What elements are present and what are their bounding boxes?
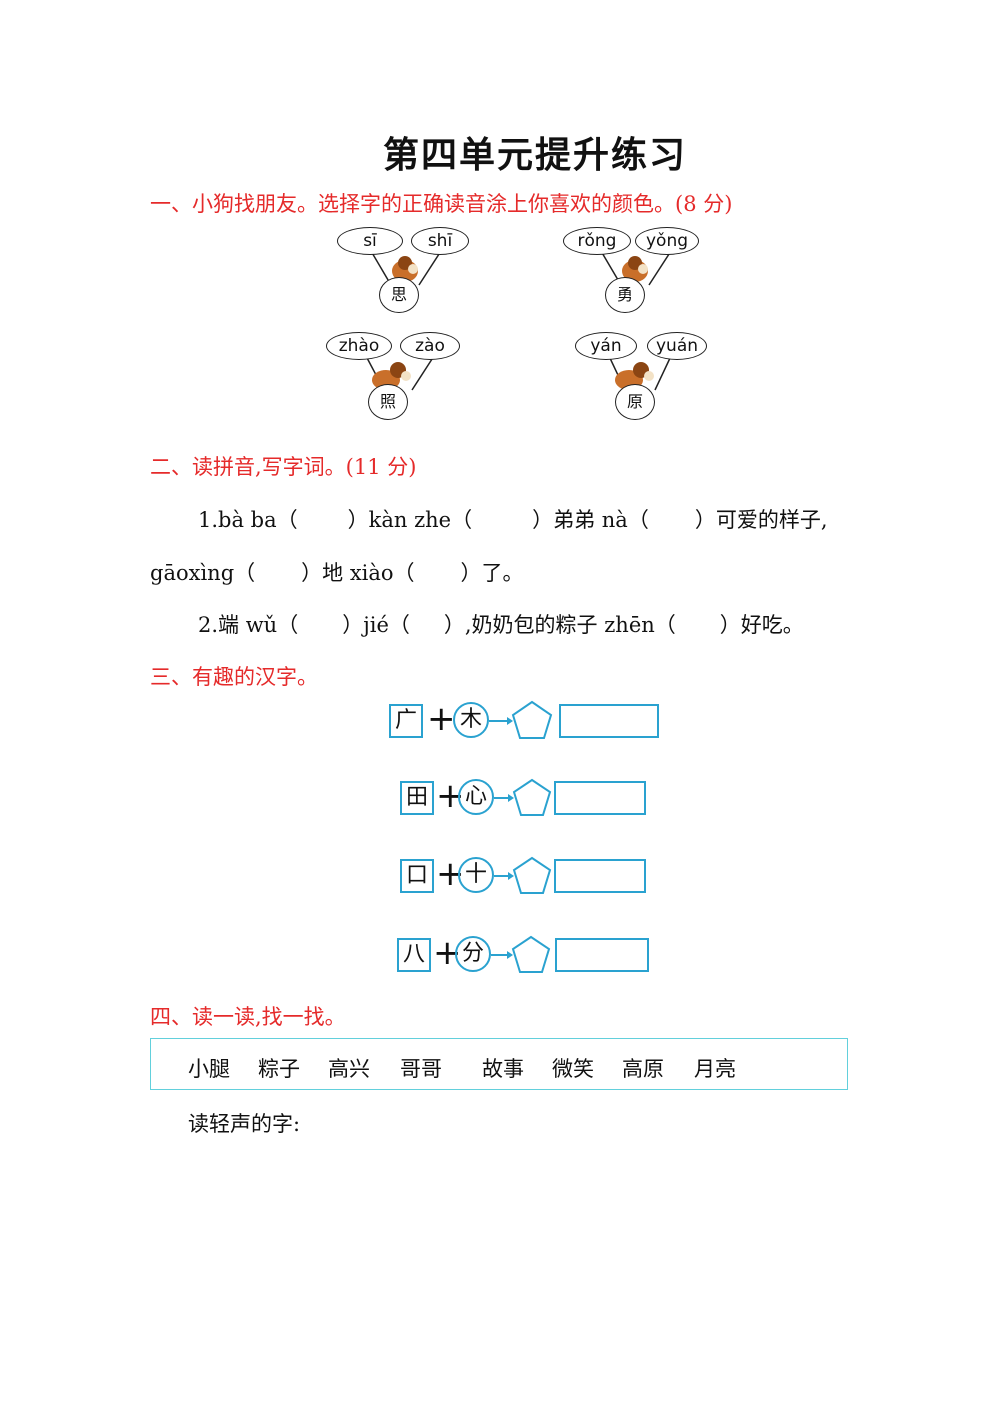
word-item: 哥哥 xyxy=(400,1057,442,1081)
pinyin-text: ）jié（ xyxy=(342,613,410,637)
char-puzzle-4: 八 + 分 xyxy=(397,934,653,974)
component-box: 八 xyxy=(397,938,431,972)
word-item: 粽子 xyxy=(258,1057,300,1081)
pinyin-option-left[interactable]: yán xyxy=(575,332,637,360)
component-box: 广 xyxy=(389,704,423,738)
neutral-tone-label: 读轻声的字: xyxy=(188,1112,301,1136)
pinyin-text: ）地 xiào（ xyxy=(301,561,415,585)
answer-box[interactable] xyxy=(554,781,646,815)
pinyin-text: 2.端 wǔ（ xyxy=(198,613,299,637)
pinyin-text: ）kàn zhe（ xyxy=(347,508,473,532)
dog-group-1[interactable]: sī shī 思 xyxy=(333,225,493,325)
pinyin-option-right[interactable]: yǒng xyxy=(635,227,699,255)
answer-box[interactable] xyxy=(559,704,659,738)
char-puzzle-1: 广 + 木 xyxy=(389,700,659,740)
pinyin-text: ）可爱的样子, xyxy=(694,508,828,532)
answer-box[interactable] xyxy=(554,859,646,893)
word-item: 高原 xyxy=(622,1057,664,1081)
pinyin-option-left[interactable]: sī xyxy=(337,227,403,255)
word-item: 高兴 xyxy=(328,1057,370,1081)
arrow-pentagon-icon xyxy=(494,856,552,894)
component-circle: 心 xyxy=(458,779,494,815)
target-character: 思 xyxy=(379,277,419,313)
target-character: 勇 xyxy=(605,277,645,313)
target-character: 原 xyxy=(615,384,655,420)
pinyin-line-3: 2.端 wǔ（ ）jié（ ）,奶奶包的粽子 zhēn（ ）好吃。 xyxy=(198,609,804,639)
word-box xyxy=(150,1038,848,1090)
pinyin-option-right[interactable]: shī xyxy=(411,227,469,255)
pinyin-option-left[interactable]: zhào xyxy=(326,332,392,360)
plus-sign: + xyxy=(427,699,456,739)
word-item: 月亮 xyxy=(694,1057,736,1081)
pinyin-option-right[interactable]: zào xyxy=(400,332,460,360)
dog-group-2[interactable]: rǒng yǒng 勇 xyxy=(563,225,723,325)
pinyin-option-left[interactable]: rǒng xyxy=(563,227,631,255)
dog-group-3[interactable]: zhào zào 照 xyxy=(326,330,486,430)
pinyin-text: 1.bà ba（ xyxy=(198,508,298,532)
word-item: 小腿 xyxy=(188,1057,230,1081)
component-circle: 十 xyxy=(458,857,494,893)
dog-illustration-icon xyxy=(600,250,672,286)
section-4-heading: 四、读一读,找一找。 xyxy=(150,1005,346,1029)
char-puzzle-3: 口 + 十 xyxy=(400,855,650,895)
component-box: 田 xyxy=(400,781,434,815)
section-2-heading: 二、读拼音,写字词。(11 分) xyxy=(150,455,417,479)
pinyin-text: ）了。 xyxy=(460,561,524,585)
page-title: 第四单元提升练习 xyxy=(382,135,687,176)
pinyin-text: ）,奶奶包的粽子 zhēn（ xyxy=(443,613,676,637)
component-box: 口 xyxy=(400,859,434,893)
pinyin-text: ）好吃。 xyxy=(719,613,804,637)
neutral-tone-answer-area[interactable] xyxy=(310,1104,850,1134)
section-3-heading: 三、有趣的汉字。 xyxy=(150,665,318,689)
pinyin-text: gāoxìng（ xyxy=(150,561,256,585)
dog-group-4[interactable]: yán yuán 原 xyxy=(575,330,735,430)
section-1-heading: 一、小狗找朋友。选择字的正确读音涂上你喜欢的颜色。(8 分) xyxy=(150,192,733,216)
pinyin-line-2: gāoxìng（ ）地 xiào（ ）了。 xyxy=(150,557,524,587)
pinyin-option-right[interactable]: yuán xyxy=(647,332,707,360)
target-character: 照 xyxy=(368,384,408,420)
word-item: 故事 xyxy=(482,1057,524,1081)
answer-box[interactable] xyxy=(555,938,649,972)
word-item: 微笑 xyxy=(552,1057,594,1081)
arrow-pentagon-icon xyxy=(494,778,552,816)
char-puzzle-2: 田 + 心 xyxy=(400,777,650,817)
pinyin-text: ）弟弟 nà（ xyxy=(532,508,649,532)
pinyin-line-1: 1.bà ba（ ）kàn zhe（ ）弟弟 nà（ ）可爱的样子, xyxy=(198,504,828,534)
dog-illustration-icon xyxy=(370,250,442,286)
arrow-pentagon-icon xyxy=(491,935,551,973)
component-circle: 木 xyxy=(453,702,489,738)
component-circle: 分 xyxy=(455,936,491,972)
arrow-pentagon-icon xyxy=(489,700,553,739)
